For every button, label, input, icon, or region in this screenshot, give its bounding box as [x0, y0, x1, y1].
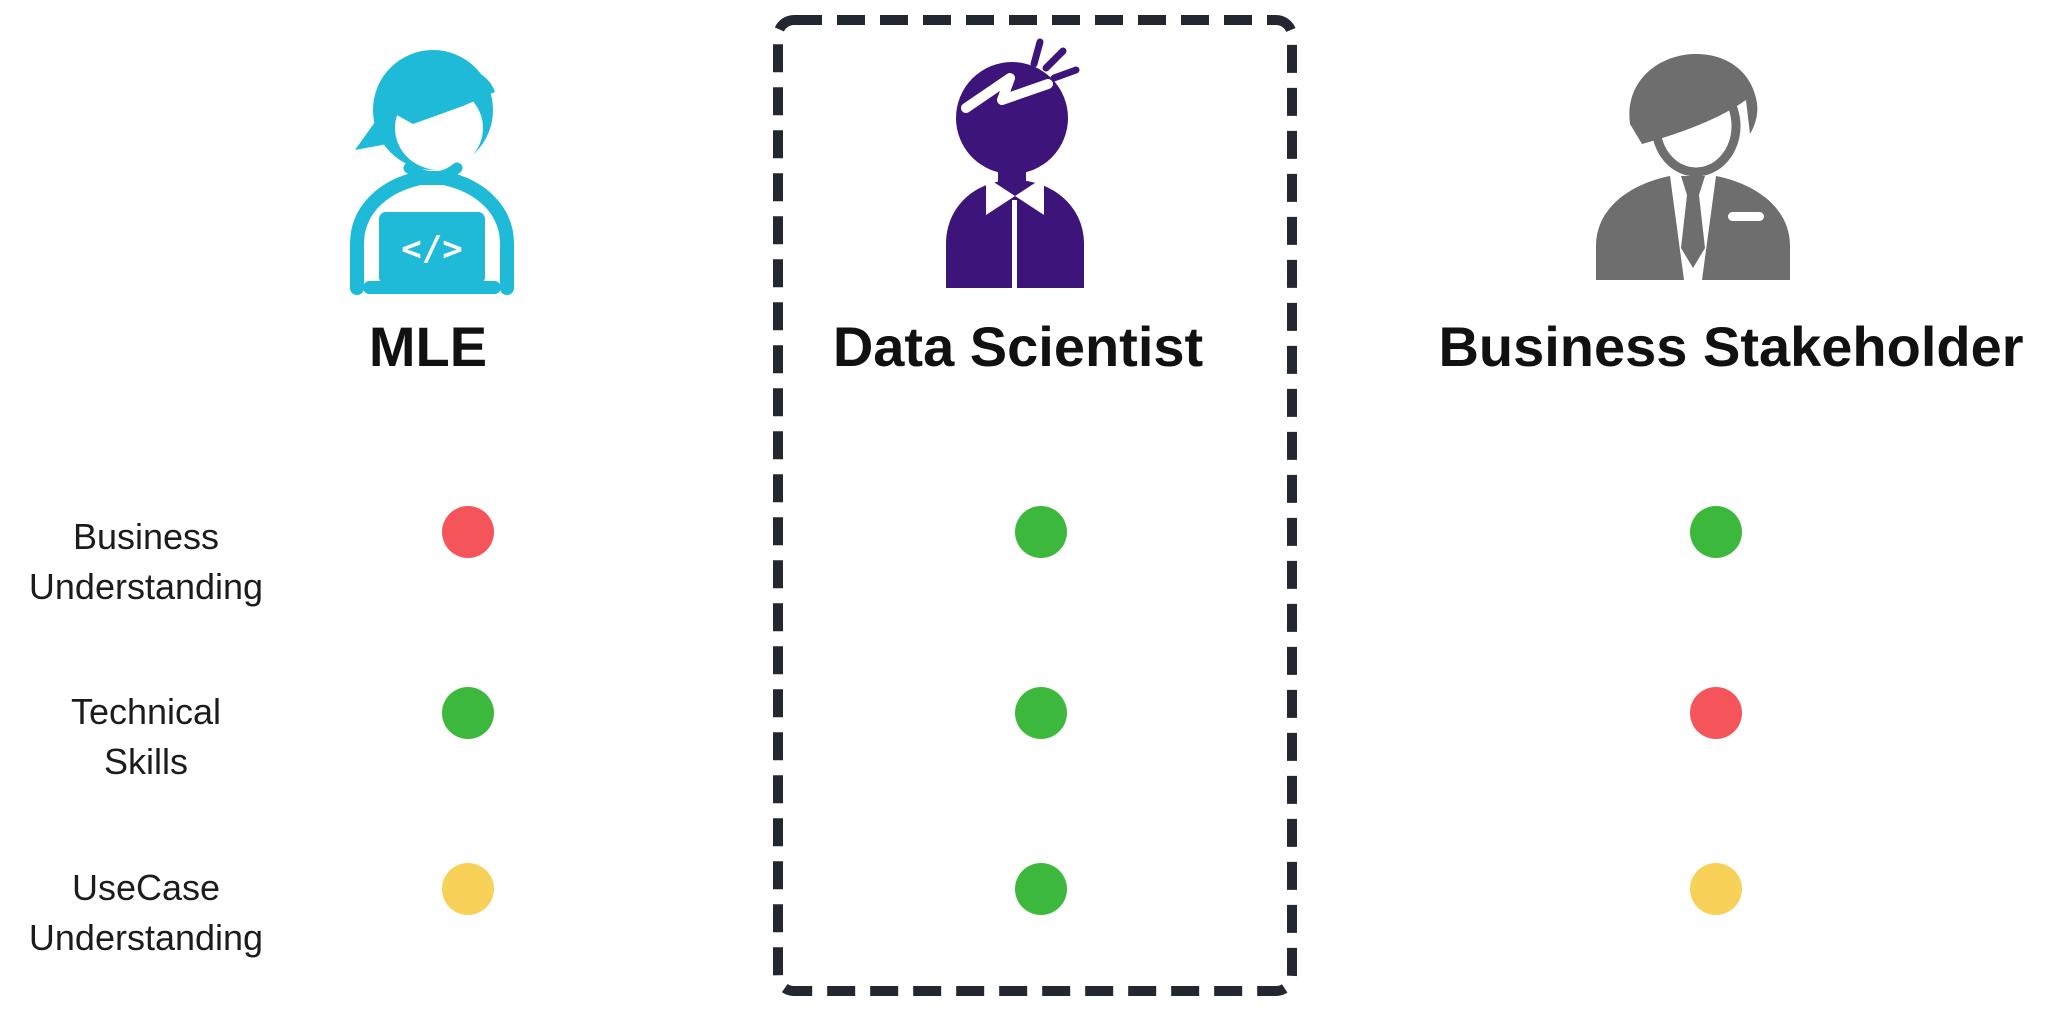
ds-bowtie-right [1015, 177, 1044, 215]
row-label-line: Technical [70, 691, 222, 732]
mle-hair-point [355, 122, 387, 150]
column-header-data-scientist: Data Scientist [832, 315, 1204, 378]
bs-tie-knot [1681, 176, 1705, 195]
mle-collar [403, 162, 463, 183]
rating-dot-business-stakeholder-usecase-understanding [1690, 863, 1742, 915]
mle-laptop [379, 212, 485, 284]
rating-dot-data-scientist-usecase-understanding [1015, 863, 1067, 915]
rating-dot-mle-usecase-understanding [442, 863, 494, 915]
bs-pocket-line [1728, 212, 1764, 221]
ds-hair-streak [961, 73, 1053, 113]
row-label-line: UseCase [71, 867, 221, 908]
mle-code-glyph: </> [401, 229, 462, 269]
business-stakeholder-icon [1596, 54, 1790, 280]
row-label-line: Skills [103, 741, 188, 782]
row-label-usecase-understanding: UseCase Understanding [0, 863, 316, 963]
highlight-box-border [773, 15, 1297, 996]
ds-bowtie-left [986, 177, 1015, 215]
mle-laptop-base [363, 281, 501, 294]
row-label-line: Understanding [28, 566, 264, 607]
column-header-mle: MLE [368, 315, 488, 378]
bs-suit-right [1702, 176, 1790, 280]
rating-dot-mle-business-understanding [442, 506, 494, 558]
bs-tie-blade [1681, 195, 1705, 268]
rating-dot-data-scientist-technical-skills [1015, 687, 1067, 739]
rating-dot-data-scientist-business-understanding [1015, 506, 1067, 558]
rating-dot-business-stakeholder-business-understanding [1690, 506, 1742, 558]
row-label-line: Understanding [28, 917, 264, 958]
data-scientist-icon [946, 38, 1084, 288]
bs-suit-left [1596, 176, 1684, 280]
row-label-technical-skills: Technical Skills [0, 687, 316, 787]
bs-hair [1629, 54, 1758, 144]
mle-fringe [377, 64, 495, 124]
highlight-box-data-scientist [773, 15, 1297, 996]
column-header-business-stakeholder: Business Stakeholder [1438, 315, 2024, 378]
ds-shirt-line [1012, 200, 1017, 288]
rating-dot-mle-technical-skills [442, 687, 494, 739]
row-label-business-understanding: Business Understanding [0, 512, 316, 612]
rating-dot-business-stakeholder-technical-skills [1690, 687, 1742, 739]
mle-developer-icon: </> [350, 50, 514, 295]
row-label-line: Business [72, 516, 220, 557]
ds-hair-spikes [1030, 38, 1080, 82]
